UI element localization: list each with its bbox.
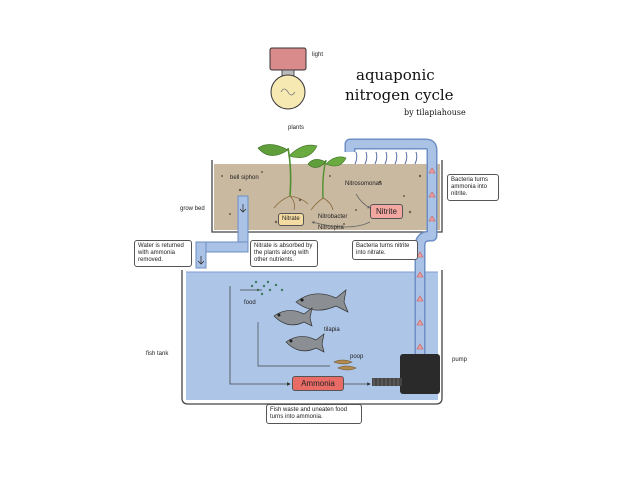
diagram-byline: by tilapiahouse — [404, 108, 466, 117]
cycle-arrows — [229, 193, 371, 386]
note-ammonia-to-nitrite: Bacteria turns ammonia into nitrite. — [447, 174, 499, 201]
return-pipe — [195, 195, 249, 269]
ammonia-box: Ammonia — [292, 376, 344, 391]
label-tilapia: tilapia — [324, 327, 340, 333]
label-nitrobacter: Nitrobacter — [318, 214, 348, 220]
note-nitrate-absorbed: Nitrate is absorbed by the plants along … — [250, 240, 318, 267]
label-nitrospira: Nitrospira — [318, 225, 344, 231]
poop-icon — [333, 359, 357, 371]
diagram-title-line2: nitrogen cycle — [345, 86, 454, 104]
grow-bed — [211, 160, 443, 233]
label-food: food — [244, 300, 256, 306]
pump-icon — [372, 354, 440, 394]
tilapia-icon — [273, 289, 349, 353]
label-grow-bed: grow bed — [180, 206, 205, 212]
label-nitrosomonas: Nitrosomonas — [345, 181, 383, 187]
note-water-returned: Water is returned with ammonia removed. — [134, 240, 192, 267]
note-nitrite-to-nitrate: Bacteria turns nitrite into nitrate. — [352, 240, 418, 260]
label-bell-siphon: bell siphon — [230, 175, 259, 181]
label-light: light — [312, 52, 324, 58]
nitrite-box: Nitrite — [370, 204, 403, 219]
plants-icon — [257, 144, 347, 211]
diagram-title-line1: aquaponic — [356, 66, 435, 84]
label-fish-tank: fish tank — [146, 351, 169, 357]
label-pump: pump — [452, 357, 468, 363]
nitrate-box: Nitrate — [278, 213, 304, 226]
note-fish-waste: Fish waste and uneaten food turns into a… — [266, 404, 362, 424]
label-plants: plants — [288, 125, 305, 131]
label-poop: poop — [350, 354, 364, 360]
pump-pipe — [344, 138, 438, 358]
light-bulb-icon — [269, 47, 307, 110]
